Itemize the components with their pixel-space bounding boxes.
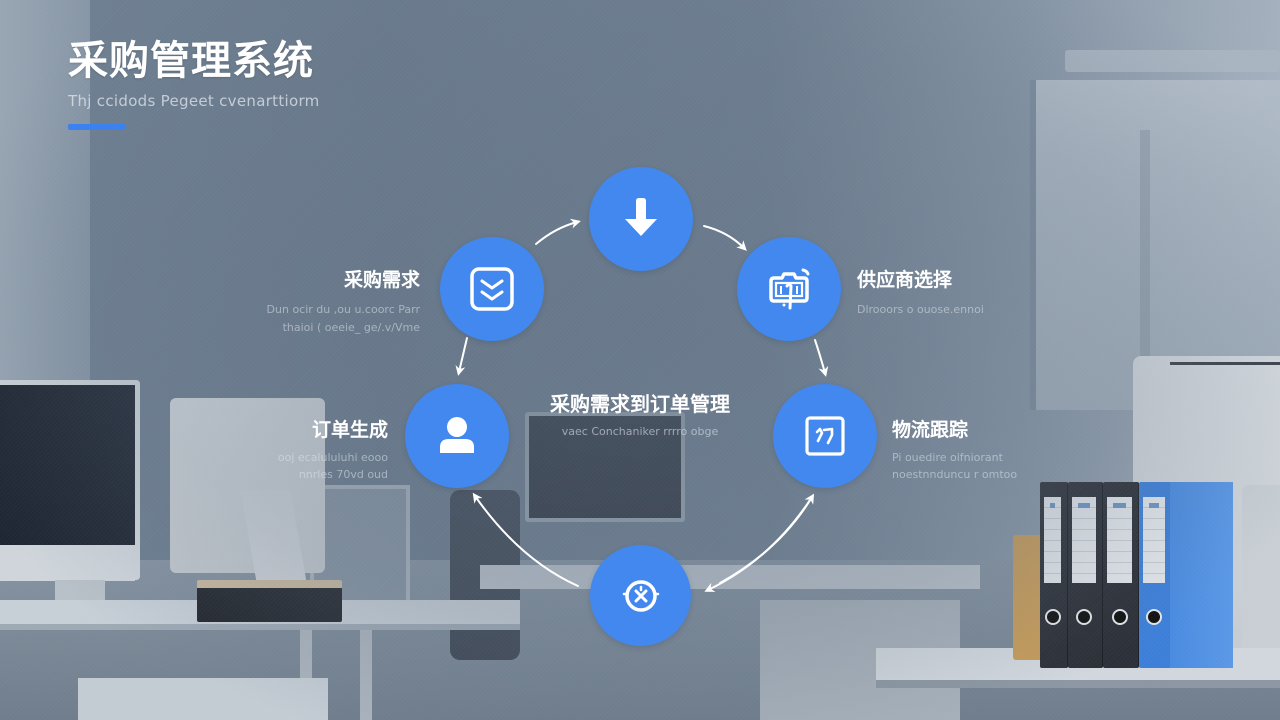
step-node-procurement-demand[interactable] — [440, 237, 544, 341]
step-label-logistics-tracking: 物流跟踪 — [892, 419, 969, 441]
header: 采购管理系统 Thj ccidods Pegeet cvenarttiorm — [68, 36, 320, 130]
page-title: 采购管理系统 — [68, 38, 314, 84]
page-subtitle: Thj ccidods Pegeet cvenarttiorm — [68, 92, 320, 110]
logistics-box-icon — [805, 416, 845, 456]
step-desc-logistics-tracking-line1: Pi ouedire oifniorant — [892, 451, 1003, 464]
step-node-logistics-tracking[interactable] — [773, 384, 877, 488]
user-icon — [440, 417, 474, 453]
step-node-top[interactable] — [589, 167, 693, 271]
step-node-bottom[interactable] — [590, 545, 691, 646]
camera-touch-icon — [769, 268, 810, 310]
step-desc-procurement-demand-line1: Dun ocir du ,ou u.coorc Parr — [266, 303, 420, 316]
step-desc-order-generation-line2: nnrles 70vd oud — [298, 468, 388, 481]
double-chevron-checkbox-icon — [470, 267, 514, 311]
step-node-supplier-selection[interactable] — [737, 237, 841, 341]
step-node-order-generation[interactable] — [405, 384, 509, 488]
step-desc-order-generation-line1: ooj ecalululuhi eooo — [277, 451, 388, 464]
download-arrow-icon — [625, 198, 657, 236]
step-label-order-generation: 订单生成 — [311, 419, 388, 441]
step-label-procurement-demand: 采购需求 — [343, 269, 420, 291]
diagram-center-title: 采购需求到订单管理 — [550, 392, 730, 416]
step-desc-logistics-tracking-line2: noestnnduncu r omtoo — [892, 468, 1018, 481]
settlement-x-icon — [622, 579, 659, 612]
step-desc-procurement-demand-line2: thaioi ( oeeie_ ge/.v/Vme — [282, 321, 420, 334]
diagram-center-subtitle: vaec Conchaniker rrrro obge — [561, 425, 719, 438]
step-label-supplier-selection: 供应商选择 — [857, 269, 953, 291]
step-desc-supplier-selection-line1: Dlrooors o ouose.ennoi — [857, 303, 984, 316]
title-accent-bar — [68, 124, 126, 130]
